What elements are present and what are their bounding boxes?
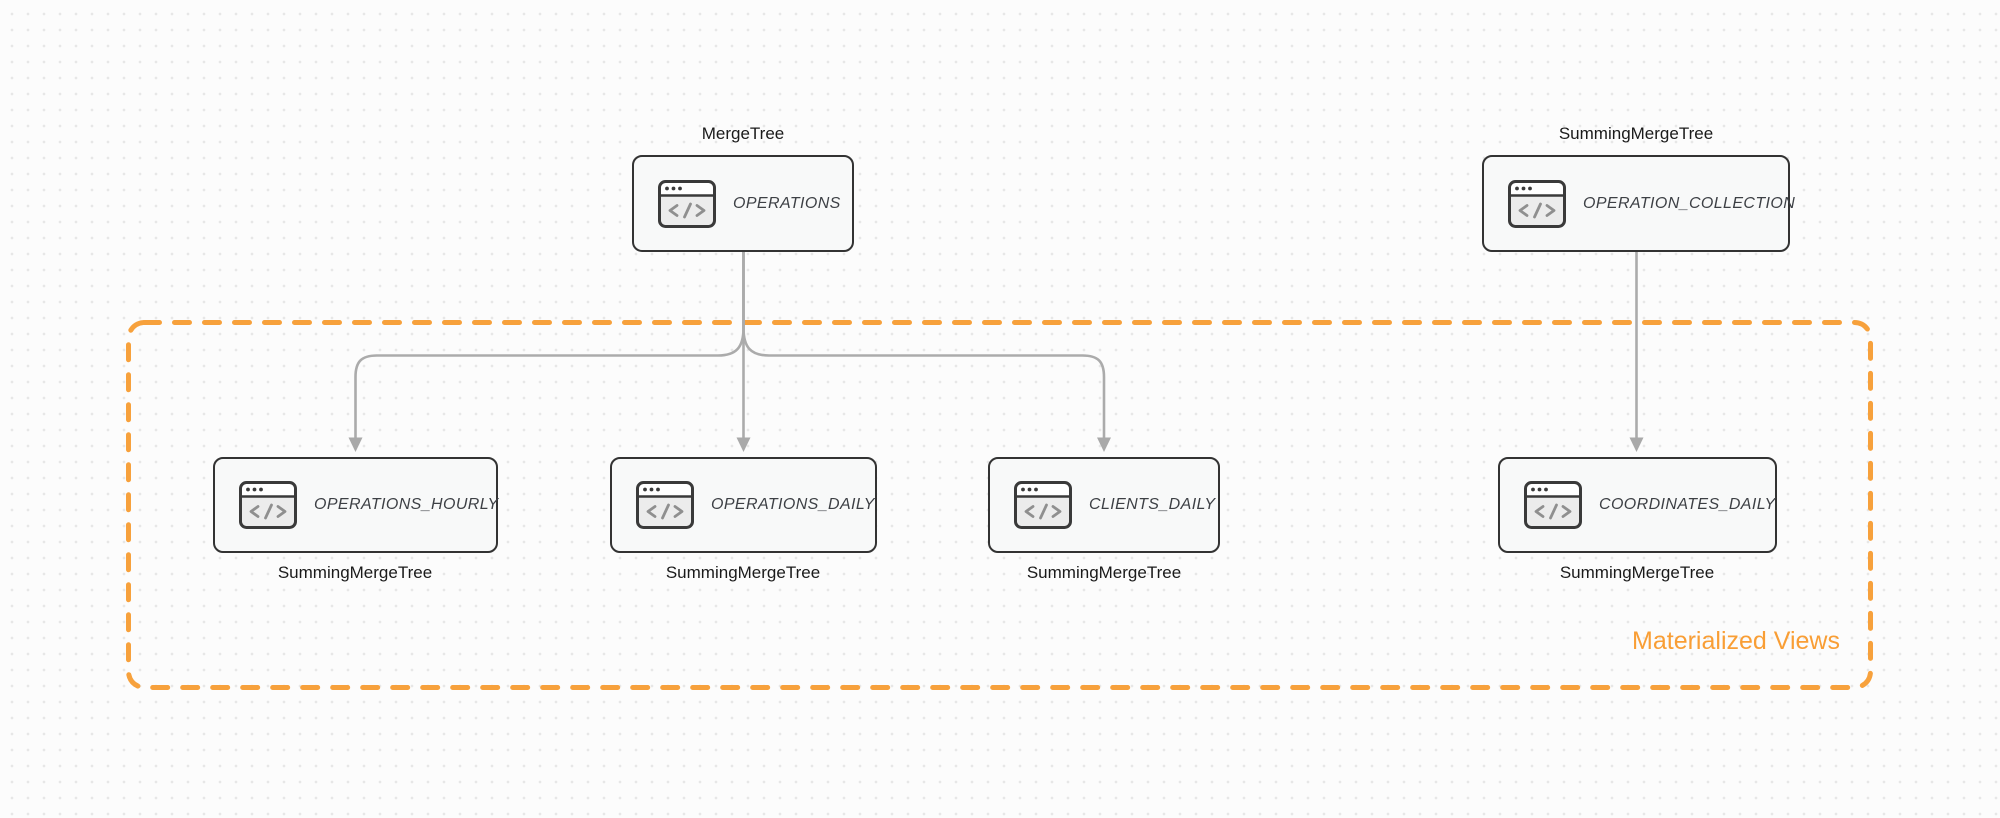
node-operation-collection[interactable]: OPERATION_COLLECTION [1482, 155, 1795, 252]
edge-operations-to-operations-hourly [354, 250, 745, 441]
node-operations-daily[interactable]: OPERATIONS_DAILY [610, 457, 877, 553]
engine-label-operations-hourly: SummingMergeTree [277, 563, 433, 582]
arrowhead-coordinates-daily [1629, 437, 1644, 452]
arrowhead-clients-daily [1097, 437, 1111, 452]
edge-operations-to-clients-daily [742, 250, 1106, 441]
node-operations[interactable]: OPERATIONS [632, 155, 854, 252]
code-window-icon [658, 179, 716, 228]
arrowhead-operations-daily [736, 437, 751, 452]
node-coordinates-daily[interactable]: COORDINATES_DAILY [1498, 457, 1777, 553]
code-window-icon [239, 481, 297, 529]
code-window-icon [636, 481, 694, 529]
engine-label-operation-collection: SummingMergeTree [1558, 124, 1714, 143]
engine-label-coordinates-daily: SummingMergeTree [1559, 563, 1715, 582]
code-window-icon [1524, 481, 1582, 529]
engine-label-operations-daily: SummingMergeTree [665, 563, 821, 582]
engine-label-operations: MergeTree [701, 124, 785, 143]
node-title: COORDINATES_DAILY [1599, 496, 1776, 513]
node-title: OPERATIONS_HOURLY [314, 496, 499, 513]
node-title: OPERATIONS_DAILY [711, 496, 875, 513]
node-title: OPERATIONS [733, 194, 841, 212]
node-operations-hourly[interactable]: OPERATIONS_HOURLY [213, 457, 498, 553]
node-title: OPERATION_COLLECTION [1583, 194, 1796, 212]
node-title: CLIENTS_DAILY [1089, 496, 1216, 513]
materialized-views-label: Materialized Views [1632, 627, 1840, 655]
node-clients-daily[interactable]: CLIENTS_DAILY [988, 457, 1220, 553]
arrowhead-operations-hourly [348, 437, 363, 452]
engine-label-clients-daily: SummingMergeTree [1026, 563, 1182, 582]
code-window-icon [1014, 481, 1072, 529]
code-window-icon [1508, 179, 1566, 228]
